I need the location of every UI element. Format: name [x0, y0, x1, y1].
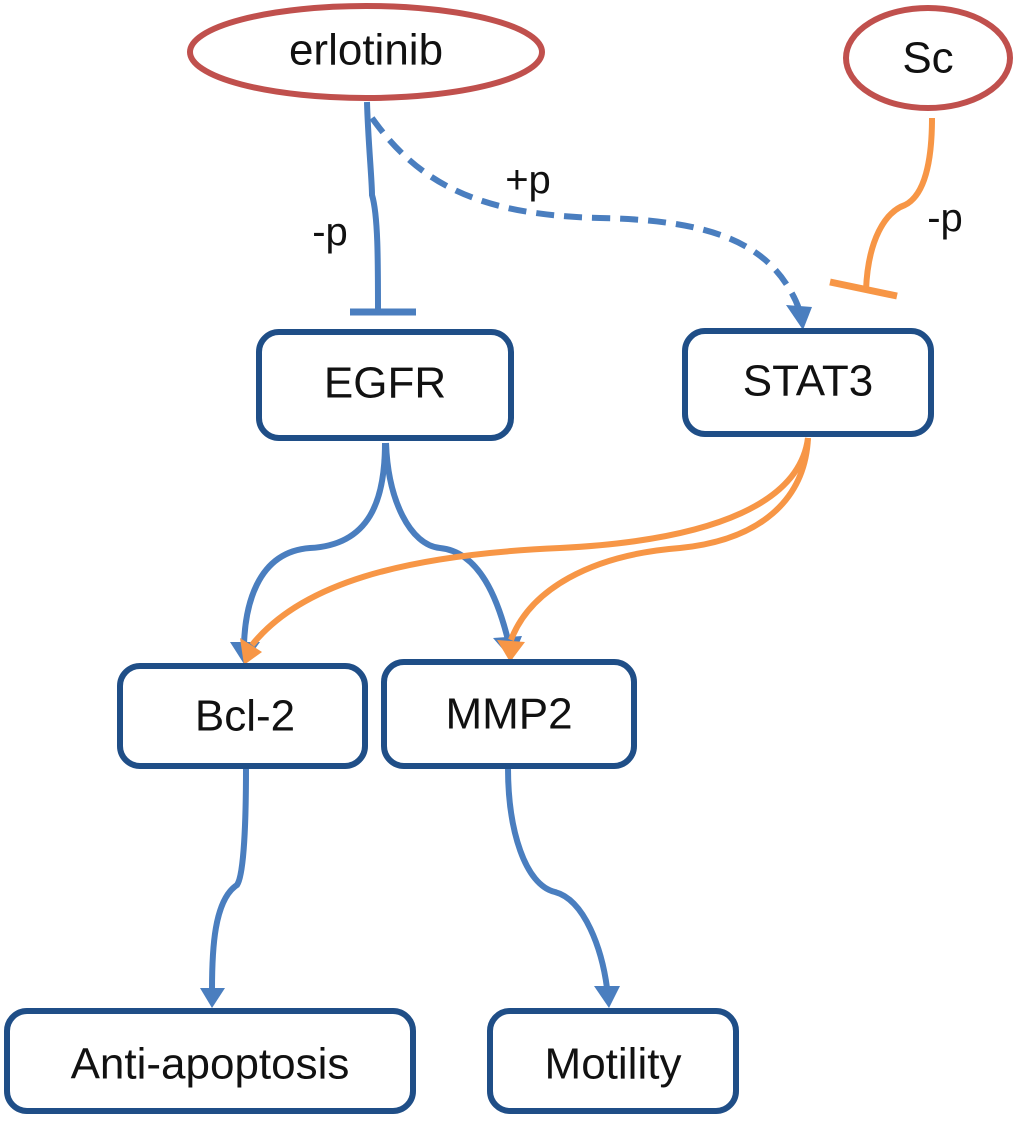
arrowhead-icon — [594, 986, 620, 1008]
edge-egfr-activates-bcl2 — [230, 442, 388, 664]
drug-ellipse — [843, 5, 1013, 111]
node-box — [256, 329, 514, 441]
node-box — [117, 663, 368, 769]
activation-line — [241, 442, 388, 646]
edge-erlotinib-activates-stat3 — [369, 116, 812, 330]
edge-bcl2-activates-anti-apoptosis — [200, 767, 249, 1008]
arrowhead-icon — [786, 305, 812, 330]
node-box — [682, 328, 934, 437]
edge-erlotinib-inhibits-egfr — [350, 101, 416, 316]
drug-ellipse — [187, 3, 545, 101]
node-bcl2: Bcl-2 — [117, 663, 368, 769]
node-box — [4, 1008, 416, 1114]
inhibition-bar-icon — [829, 278, 898, 300]
edge-stat3-activates-mmp2 — [497, 437, 811, 662]
activation-line — [249, 437, 811, 647]
arrowhead-icon — [497, 640, 525, 662]
node-label: Anti-apoptosis — [71, 1040, 350, 1089]
node-label: Motility — [545, 1040, 682, 1089]
activation-line — [505, 767, 610, 989]
node-egfr: EGFR — [256, 329, 514, 441]
edge-sc-inhibits-stat3 — [829, 117, 935, 300]
inhibition-line — [863, 117, 935, 291]
node-erlotinib: erlotinib — [187, 3, 545, 101]
activation-line — [209, 767, 249, 991]
node-label: MMP2 — [445, 690, 572, 739]
node-box — [487, 1008, 739, 1114]
node-stat3: STAT3 — [682, 328, 934, 437]
node-sc: Sc — [843, 5, 1013, 111]
node-box — [381, 659, 637, 769]
node-label: STAT3 — [743, 357, 873, 406]
node-anti-apoptosis: Anti-apoptosis — [4, 1008, 416, 1114]
node-label: erlotinib — [289, 26, 443, 75]
dashed-activation-line — [369, 116, 803, 313]
edge-label-sc-stat3: -p — [927, 196, 963, 240]
activation-line — [508, 437, 811, 642]
node-mmp2: MMP2 — [381, 659, 637, 769]
arrowhead-icon — [200, 988, 225, 1008]
edge-mmp2-activates-motility — [505, 767, 620, 1008]
node-motility: Motility — [487, 1008, 739, 1114]
edge-label-erlotinib-egfr: -p — [312, 210, 348, 254]
node-label: EGFR — [324, 359, 446, 408]
edge-label-erlotinib-stat3: +p — [505, 158, 551, 202]
inhibition-line — [364, 101, 381, 313]
edge-stat3-activates-bcl2 — [240, 437, 811, 665]
activation-line — [383, 442, 511, 641]
node-label: Sc — [902, 34, 953, 83]
arrowhead-icon — [240, 638, 262, 665]
node-label: Bcl-2 — [195, 692, 295, 741]
